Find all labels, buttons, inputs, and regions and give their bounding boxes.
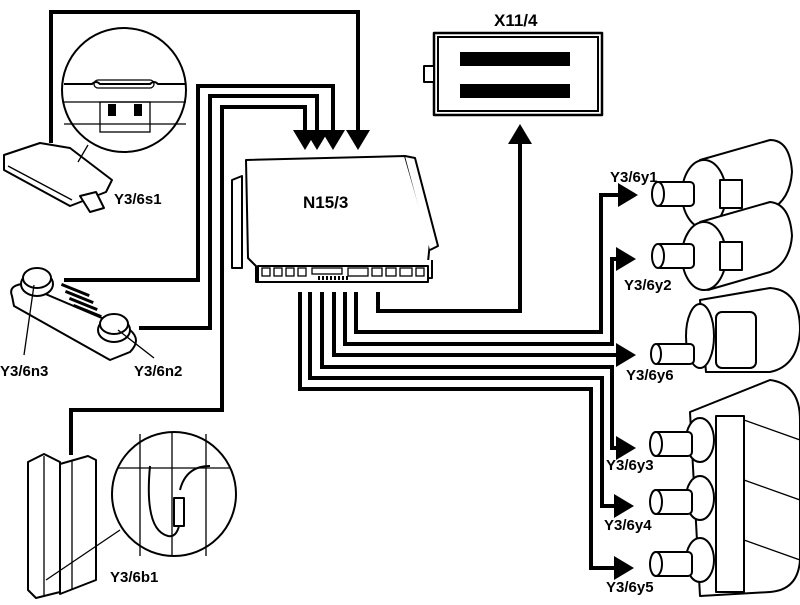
speed-sensor-assembly: Y3/6n3 Y3/6n2 xyxy=(0,267,182,380)
wire-b1-to-control-unit xyxy=(69,105,317,455)
temperature-sensor-label: Y3/6b1 xyxy=(110,569,158,586)
solenoid-block-y3-y4-y5 xyxy=(689,379,800,597)
wire-control-unit-to-y5 xyxy=(298,292,634,580)
solenoid-y5-label: Y3/6y5 xyxy=(606,579,654,596)
solenoid-y3-label: Y3/6y3 xyxy=(606,457,654,474)
control-unit-n15-3: N15/3 xyxy=(231,155,439,283)
wires xyxy=(49,10,638,580)
speed-sensor-n3-label: Y3/6n3 xyxy=(0,363,48,380)
connector-label: X11/4 xyxy=(494,11,538,30)
speed-sensor-n2-label: Y3/6n2 xyxy=(134,363,182,380)
solenoid-y4-label: Y3/6y4 xyxy=(604,517,652,534)
kickdown-switch-label: Y3/6s1 xyxy=(114,191,162,208)
solenoid-y3-6y6: Y3/6y6 xyxy=(626,287,800,384)
temperature-sensor-y3-6b1: Y3/6b1 xyxy=(27,431,237,599)
solenoid-y3-6y5: Y3/6y5 xyxy=(606,537,715,596)
wire-control-unit-to-y6 xyxy=(332,292,636,367)
solenoid-y6-label: Y3/6y6 xyxy=(626,367,674,384)
solenoid-y2-label: Y3/6y2 xyxy=(624,277,672,294)
solenoid-y3-6y2: Y3/6y2 xyxy=(624,201,793,294)
wire-control-unit-to-y1 xyxy=(354,183,638,334)
control-unit-label: N15/3 xyxy=(303,193,348,212)
solenoid-y1-label: Y3/6y1 xyxy=(610,169,658,186)
wire-control-unit-to-y3 xyxy=(320,292,636,460)
solenoid-y3-6y4: Y3/6y4 xyxy=(604,475,715,534)
wire-control-unit-to-y2 xyxy=(343,247,636,346)
kickdown-switch-y3-6s1: Y3/6s1 xyxy=(3,27,187,213)
diagnostic-connector-x11-4: X11/4 xyxy=(423,11,604,117)
wire-n3-to-control-unit xyxy=(64,84,345,282)
solenoid-y3-6y3: Y3/6y3 xyxy=(606,417,715,474)
wire-control-unit-to-x11-4 xyxy=(376,124,532,313)
wire-s1-to-control-unit xyxy=(49,10,370,150)
wire-n2-to-control-unit xyxy=(139,94,329,330)
wire-control-unit-to-y4 xyxy=(308,292,634,518)
